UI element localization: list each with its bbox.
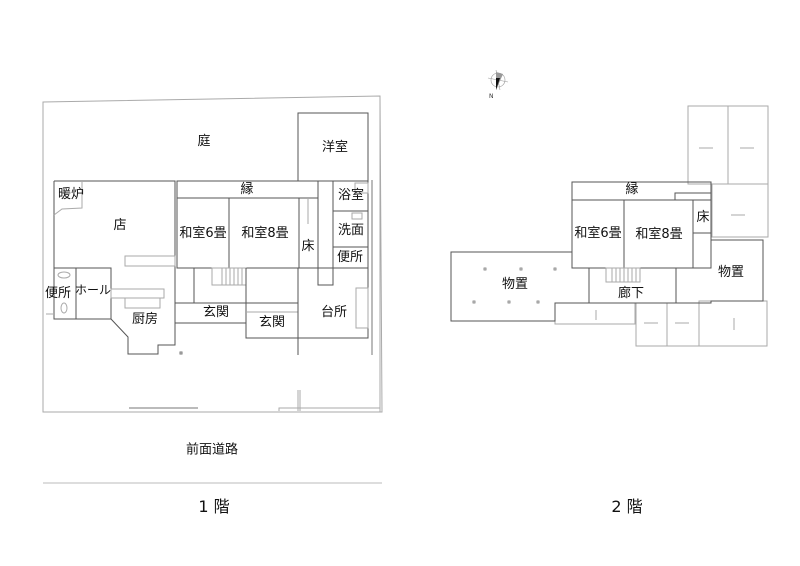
f2-room-tatami-6: 和室6畳	[574, 226, 622, 241]
shop-counter	[124, 255, 176, 267]
f2-room-tokonoma: 床	[696, 210, 710, 225]
shop-walls	[54, 180, 176, 280]
stairs	[211, 267, 247, 286]
toilet-icon	[60, 302, 68, 314]
room-fireplace: 暖炉	[57, 187, 85, 202]
site-boundary	[42, 95, 383, 413]
fireplace-outline	[53, 181, 83, 216]
f2-stairs	[605, 267, 641, 283]
room-tokonoma: 床	[301, 239, 315, 254]
f2-storage-right	[676, 239, 764, 304]
kitchen-counter	[110, 288, 165, 299]
compass-icon	[487, 69, 509, 91]
posts	[472, 267, 557, 304]
f2-room-corridor: 廊下	[617, 286, 645, 301]
room-kitchen-right: 台所	[320, 305, 348, 320]
room-toilet-left: 便所	[44, 286, 72, 301]
f2-room-storage-left: 物置	[501, 277, 529, 292]
room-shop: 店	[113, 218, 127, 233]
floor2-plan	[450, 105, 769, 347]
room-washbasin: 洗面	[337, 223, 365, 238]
f2-room-engawa: 縁	[625, 182, 639, 197]
kitchen-counter-right	[355, 287, 369, 329]
f2-corridor	[588, 268, 677, 304]
kitchen-left-walls	[110, 280, 176, 355]
room-kitchen-left: 厨房	[131, 312, 159, 327]
room-engawa: 縁	[240, 182, 254, 197]
room-toilet-right: 便所	[336, 250, 364, 265]
room-tatami-8: 和室8畳	[241, 226, 289, 241]
floor1-caption: 1 階	[198, 497, 230, 516]
room-entrance-1: 玄関	[202, 305, 230, 320]
f2-room-tatami-8: 和室8畳	[635, 227, 683, 242]
site-step	[278, 402, 381, 411]
f2-tokonoma	[692, 199, 712, 269]
roof-areas	[554, 105, 769, 347]
room-western: 洋室	[321, 140, 349, 155]
marker	[179, 351, 183, 355]
room-bath: 浴室	[337, 188, 365, 203]
f2-room-storage-right: 物置	[717, 265, 745, 280]
room-tatami-6: 和室6畳	[179, 226, 227, 241]
f2-engawa	[571, 181, 712, 201]
floor1-plan	[42, 95, 383, 484]
sink-icon	[57, 271, 71, 279]
room-garden: 庭	[197, 134, 211, 149]
f2-storage-left	[450, 251, 589, 322]
room-hall: ホール	[74, 283, 112, 297]
front-road-label: 前面道路	[185, 442, 239, 458]
compass-north-label: N	[489, 93, 494, 100]
room-entrance-2: 玄関	[258, 315, 286, 330]
floor2-caption: 2 階	[611, 497, 643, 516]
